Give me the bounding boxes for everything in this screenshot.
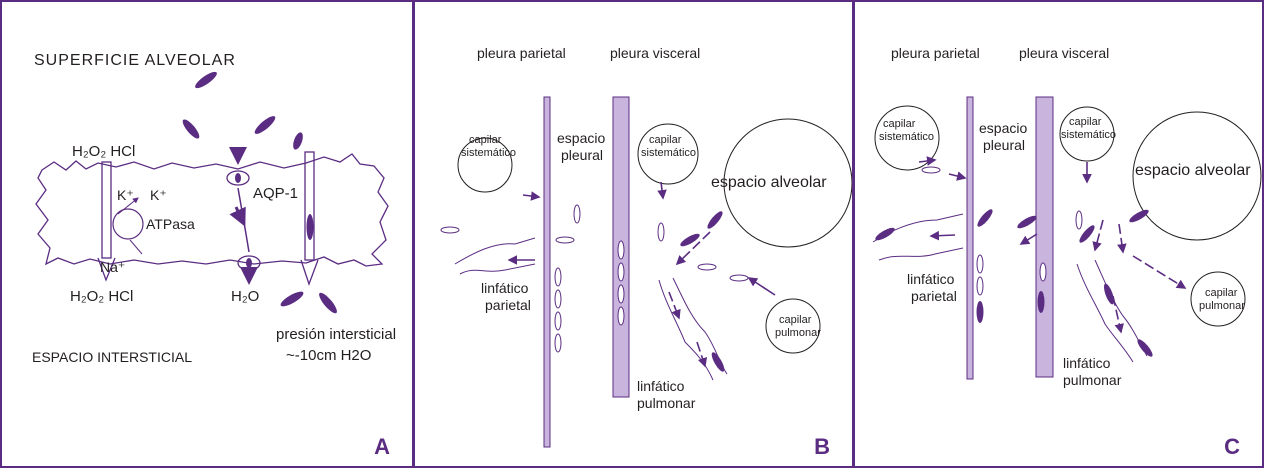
pulmonary-lymphatic-label-2: pulmonar xyxy=(1063,373,1121,388)
aqp-label: AQP-1 xyxy=(253,186,298,203)
visceral-pleura-label: pleura visceral xyxy=(1019,46,1109,61)
parietal-pleura-bar xyxy=(544,97,550,447)
visceral-pleura-label: pleura visceral xyxy=(610,46,700,61)
parietal-lymphatic-label-2: parietal xyxy=(485,298,531,313)
pressure-value-label: ~-10cm H2O xyxy=(286,348,371,365)
top-ions-label: H₂O₂ HCl xyxy=(72,144,135,161)
pulmonary-capillary-label-2: pulmonar xyxy=(1199,300,1245,312)
pulmonary-capillary-label-1: capilar xyxy=(1205,287,1237,299)
systemic-capillary-left-label-1: capilar xyxy=(883,118,915,130)
panel-b-illustration xyxy=(415,2,854,468)
alveolar-cell-outline xyxy=(36,154,388,266)
panel-a: SUPERFICIE ALVEOLAR H₂O₂ HCl K⁺ K⁺ ATPas… xyxy=(0,0,414,468)
molecules-outline xyxy=(441,205,748,352)
alveolar-surface-title: SUPERFICIE ALVEOLAR xyxy=(34,52,236,70)
systemic-capillary-right-label-1: capilar xyxy=(1069,116,1101,128)
na-ion-label: Na⁺ xyxy=(100,260,125,275)
atpase-label: ATPasa xyxy=(146,217,195,232)
pulmonary-capillary-label-2: pulmonar xyxy=(775,327,821,339)
panel-b-letter: B xyxy=(814,434,830,460)
alveolar-space-label: espacio alveolar xyxy=(711,174,827,192)
atpase-pump xyxy=(113,209,143,239)
visceral-pleura-bar xyxy=(1036,97,1053,377)
systemic-capillary-right-label-1: capilar xyxy=(649,134,681,146)
alveolar-space-label: espacio alveolar xyxy=(1135,162,1251,180)
pleural-space-label-1: espacio xyxy=(979,121,1027,136)
pulmonary-lymphatic-label-1: linfático xyxy=(637,379,684,394)
panel-c-illustration xyxy=(855,2,1264,468)
pulmonary-lymphatic-vessel xyxy=(1077,260,1147,362)
panel-b: pleura parietal pleura visceral espacio … xyxy=(413,0,854,468)
parietal-lymphatic-label-1: linfático xyxy=(907,272,954,287)
interstitial-space-label: ESPACIO INTERSTICIAL xyxy=(32,350,192,365)
systemic-capillary-left-label-2: sistemático xyxy=(461,147,516,159)
molecules-filled xyxy=(679,209,727,373)
pleural-space-label-2: pleural xyxy=(561,148,603,163)
pulmonary-lymphatic-label-2: pulmonar xyxy=(637,396,695,411)
panel-a-letter: A xyxy=(374,434,390,460)
systemic-capillary-right-label-2: sistemático xyxy=(1061,129,1116,141)
pleural-space-label-2: pleural xyxy=(983,138,1025,153)
pulmonary-capillary-label-1: capilar xyxy=(779,314,811,326)
parietal-lymphatic-vessel xyxy=(455,238,535,274)
systemic-capillary-right-label-2: sistemático xyxy=(641,147,696,159)
k-ion-label-1: K⁺ xyxy=(117,188,134,203)
panel-a-illustration xyxy=(2,2,414,468)
k-ion-label-2: K⁺ xyxy=(150,188,167,203)
panel-c: pleura parietal pleura visceral espacio … xyxy=(853,0,1264,468)
systemic-capillary-left-label-1: capilar xyxy=(469,134,501,146)
pulmonary-lymphatic-label-1: linfático xyxy=(1063,356,1110,371)
interstitial-pressure-label: presión intersticial xyxy=(276,327,396,344)
parietal-pleura-bar xyxy=(967,97,973,379)
parietal-lymphatic-label-1: linfático xyxy=(481,281,528,296)
parietal-pleura-label: pleura parietal xyxy=(477,46,566,61)
pleural-space-label-1: espacio xyxy=(557,131,605,146)
bottom-ions-label: H₂O₂ HCl xyxy=(70,289,133,306)
panel-c-letter: C xyxy=(1224,434,1240,460)
parietal-pleura-label: pleura parietal xyxy=(891,46,980,61)
water-label: H₂O xyxy=(231,289,259,306)
parietal-lymphatic-label-2: parietal xyxy=(911,289,957,304)
systemic-capillary-left-label-2: sistemático xyxy=(879,131,934,143)
